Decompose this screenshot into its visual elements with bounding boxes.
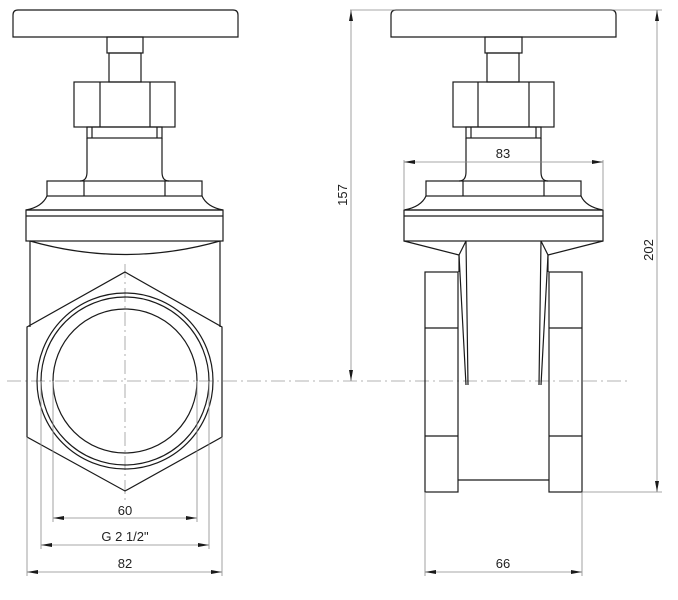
front-view [12,9,239,492]
dim-thread: G 2 1/2" [101,529,149,544]
end-cap-right [548,271,583,493]
stem-collar [106,36,144,54]
gland-ring [86,126,163,139]
gland-nut [73,81,176,128]
dim-bonnet-width: 83 [496,146,510,161]
front-dimensions: 60 G 2 1/2" 82 [26,381,223,576]
dim-bore: 60 [118,503,132,518]
bonnet-side [403,209,604,242]
bonnet-neck [79,138,170,182]
body-hex [26,271,223,492]
thread-outer [36,292,214,470]
handwheel-side [390,9,617,38]
end-cap-left [424,271,459,493]
dim-axis-height: 157 [335,184,350,206]
side-dimensions: 83 157 202 66 [335,9,662,576]
dim-overall-height: 202 [641,239,656,261]
gland-nut-side [452,81,555,128]
side-view [390,9,617,493]
dim-hex-width: 82 [118,556,132,571]
stem [108,52,142,83]
bonnet-flange [46,180,203,197]
handwheel [12,9,239,38]
dim-face-to-face: 66 [496,556,510,571]
bonnet [25,209,224,242]
